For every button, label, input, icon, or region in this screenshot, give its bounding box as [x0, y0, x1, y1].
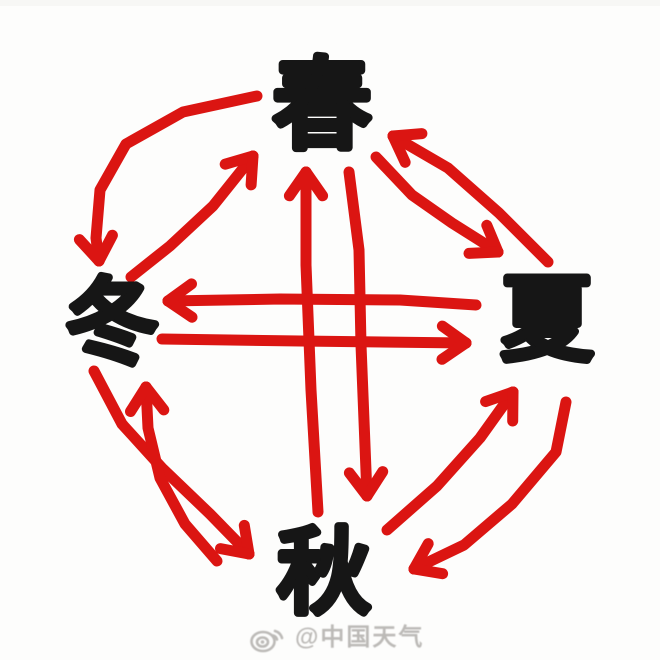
- arrow-spring-to-summer: [370, 151, 504, 259]
- arrow-autumn-to-spring-center-up: [283, 166, 329, 518]
- arrow-summer-to-winter-center-left: [162, 278, 482, 323]
- arrow-winter-to-summer-center-right: [156, 320, 472, 365]
- arrow-summer-to-autumn-curve: [408, 396, 572, 580]
- watermark-text: @中国天气: [295, 624, 425, 651]
- arrow-winter-to-autumn-curve: [88, 365, 255, 560]
- season-label-summer: 夏: [500, 267, 595, 372]
- season-label-winter: 冬: [65, 270, 159, 375]
- season-label-spring: 春: [272, 50, 372, 162]
- watermark: @中国天气: [248, 620, 424, 656]
- season-label-autumn: 秋: [277, 520, 371, 625]
- weibo-icon: [250, 629, 284, 653]
- arrow-spring-to-winter-curve: [73, 90, 263, 267]
- arrow-autumn-to-summer: [381, 386, 519, 536]
- arrow-spring-to-autumn-center-down: [343, 166, 389, 502]
- arrow-summer-to-spring: [387, 128, 554, 268]
- arrow-autumn-to-winter: [125, 381, 223, 567]
- arrow-winter-to-spring: [125, 150, 259, 283]
